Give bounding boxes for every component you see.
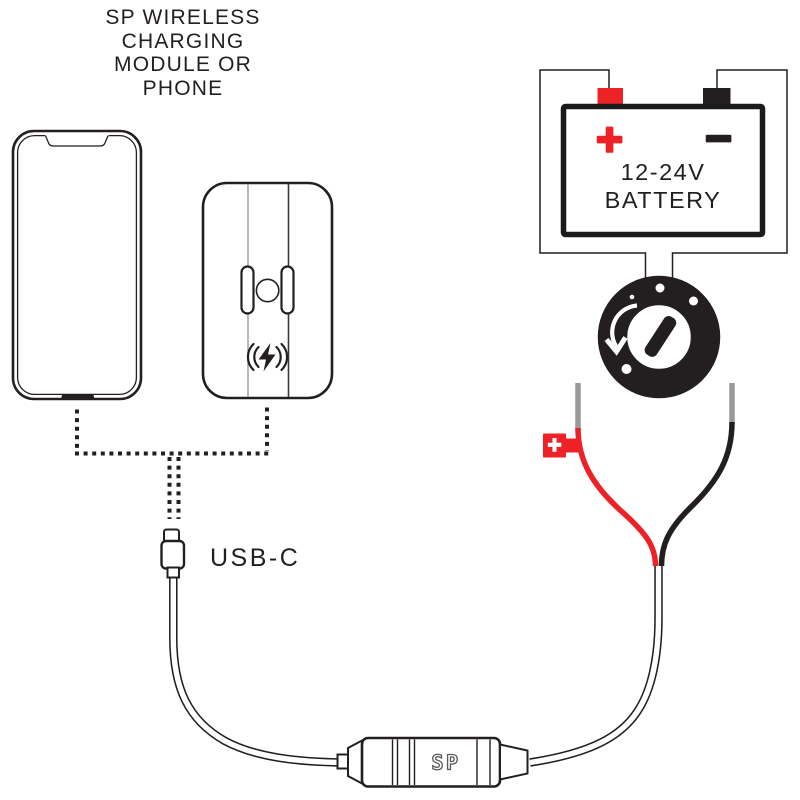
positive-connector-tab	[565, 438, 581, 453]
negative-wire-black	[658, 421, 735, 567]
wireless-charging-icon	[246, 342, 289, 372]
positive-connector	[543, 433, 566, 458]
battery-minus-symbol: −	[705, 112, 732, 164]
switch-dot-small	[629, 294, 635, 300]
key-slot-icon	[644, 316, 677, 357]
switch-dot	[689, 296, 698, 306]
battery-name: BATTERY	[604, 187, 722, 213]
wave-arc	[280, 342, 289, 372]
device-title-line: CHARGING	[121, 29, 245, 53]
connector-plus-symbol: +	[547, 432, 561, 459]
switch-leads: +	[543, 383, 735, 567]
cable-left	[169, 576, 345, 767]
wave-arc	[246, 342, 255, 372]
turn-arrow-icon	[610, 303, 638, 350]
bolt-icon	[258, 343, 276, 372]
phone-frame	[11, 129, 143, 401]
cable-core	[170, 576, 345, 766]
wireless-charging-module	[201, 181, 334, 400]
switch-dot	[655, 283, 665, 293]
clamp-arm-left	[240, 265, 255, 315]
turn-arrow-head	[604, 336, 628, 356]
battery-body	[560, 103, 766, 238]
notch-mask	[45, 134, 109, 147]
phone-notch	[44, 135, 109, 147]
cable-outline	[529, 564, 663, 767]
cable-right	[529, 564, 663, 767]
battery-negative-terminal	[703, 88, 731, 108]
wave-arc	[253, 345, 260, 369]
cable-outline	[169, 576, 345, 767]
cable-core	[529, 564, 662, 766]
device-title-line: PHONE	[142, 76, 224, 100]
phone-outline	[11, 129, 143, 401]
usb-c-label: USB-C	[210, 544, 301, 572]
battery-plus-symbol: +	[596, 113, 623, 165]
module-left-collar	[347, 738, 363, 786]
device-title-line: SP WIRELESS	[105, 6, 261, 29]
positive-wire-red	[575, 427, 659, 567]
ignition-switch	[597, 275, 721, 399]
phone-charge-port	[61, 394, 94, 400]
clamp-arm-right	[280, 265, 295, 315]
usb-c-strain-relief	[166, 566, 180, 579]
sp-inline-module: SP	[336, 736, 529, 788]
battery-label: 12-24V BATTERY	[563, 158, 763, 214]
wire-left	[539, 69, 647, 284]
battery-voltage: 12-24V	[620, 159, 706, 185]
switch-dot	[621, 364, 632, 374]
wire-right	[671, 69, 788, 284]
wave-arc	[275, 345, 282, 369]
device-title-line: MODULE OR	[114, 53, 252, 77]
battery-wire-loop	[539, 69, 788, 284]
sp-logo: SP	[431, 751, 460, 775]
module-right-collar	[499, 743, 529, 781]
usb-c-body	[160, 539, 186, 570]
usb-c-connector	[160, 528, 186, 579]
battery: + −	[560, 88, 766, 238]
cable-boot	[336, 753, 350, 770]
mount-circle	[255, 278, 280, 303]
dotted-connections	[75, 407, 269, 519]
battery-positive-terminal	[597, 88, 623, 108]
device-title: SP WIRELESS CHARGING MODULE OR PHONE	[57, 6, 309, 100]
